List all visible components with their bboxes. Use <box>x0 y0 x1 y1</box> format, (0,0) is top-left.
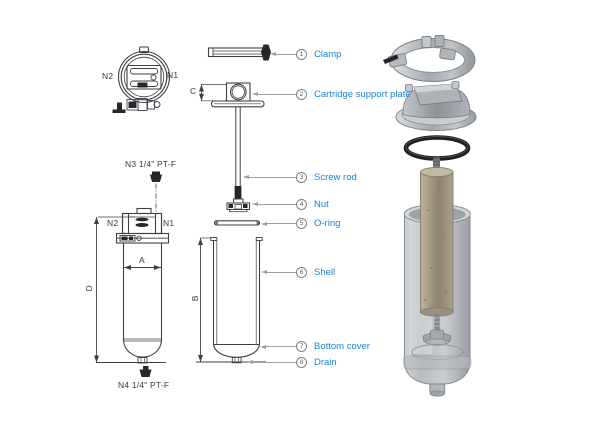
n4-port-label: N4 1/4" PT-F <box>118 380 170 390</box>
callout-label: Screw rod <box>314 171 357 183</box>
callout-drain: 8 Drain <box>247 356 337 368</box>
screw-rod-drawing <box>234 106 242 199</box>
shell-drawing <box>196 237 266 364</box>
clamp-3d <box>383 35 476 82</box>
callout-bottom-cover: 7 Bottom cover <box>260 341 370 353</box>
leader-arrow-icon <box>261 270 267 274</box>
callout-label: Drain <box>314 356 337 368</box>
leader-line <box>253 361 296 363</box>
exploded-3d-render <box>383 35 477 397</box>
callout-label: O-ring <box>314 218 341 229</box>
front-view-n2-label: N2 <box>107 218 119 228</box>
callout-number: 6 <box>296 266 307 278</box>
oring-side-drawing <box>213 220 261 226</box>
callout-number: 7 <box>296 341 307 352</box>
callout-clamp: 1 Clamp <box>270 48 341 60</box>
callout-label: Nut <box>314 198 329 210</box>
support-plate-drawing <box>199 82 265 108</box>
clamp-side-drawing <box>207 44 271 61</box>
callout-shell: 6 Shell <box>261 266 335 278</box>
callout-number: 2 <box>296 88 307 100</box>
callout-number: 4 <box>296 198 307 210</box>
callout-nut: 4 Nut <box>252 198 329 210</box>
leader-line <box>267 223 296 224</box>
callout-number: 5 <box>296 218 307 229</box>
front-view-n1-label: N1 <box>163 218 175 228</box>
leader-line <box>258 93 296 95</box>
dim-a-label: A <box>139 255 145 265</box>
leader-arrow-icon <box>243 175 249 179</box>
top-view-n1-label: N1 <box>167 70 179 80</box>
support-plate-3d <box>395 81 477 131</box>
leader-arrow-icon <box>270 52 276 56</box>
nut-drawing <box>226 198 250 213</box>
callout-number: 1 <box>296 48 307 60</box>
leader-line <box>267 271 296 273</box>
callout-label: Cartridge support plate <box>314 88 411 100</box>
shell-assembly-3d <box>403 157 472 397</box>
top-view-n2-label: N2 <box>102 71 114 81</box>
dim-c-label: C <box>190 86 197 96</box>
callout-label: Clamp <box>314 48 342 60</box>
leader-arrow-icon <box>260 344 266 349</box>
callout-cartridge-support-plate: 2 Cartridge support plate <box>252 88 411 100</box>
leader-line <box>249 176 296 178</box>
leader-line <box>266 346 296 347</box>
top-view-drawing <box>112 46 171 113</box>
leader-arrow-icon <box>252 92 258 96</box>
dim-b-label: B <box>189 295 200 302</box>
front-view-drawing <box>94 171 170 377</box>
callout-label: Shell <box>314 266 336 278</box>
callout-screw-rod: 3 Screw rod <box>243 171 357 183</box>
callout-label: Bottom cover <box>314 341 370 352</box>
leader-line <box>258 203 296 205</box>
callout-number: 8 <box>296 356 307 368</box>
leader-arrow-icon <box>252 202 258 206</box>
dim-d-label: D <box>83 285 94 292</box>
leader-line <box>276 53 296 55</box>
leader-arrow-icon <box>247 360 253 364</box>
callout-number: 3 <box>296 171 307 183</box>
n3-port-label: N3 1/4" PT-F <box>125 159 177 169</box>
leader-arrow-icon <box>261 221 267 226</box>
oring-3d <box>403 135 471 161</box>
callout-oring: 5 O-ring <box>261 218 340 230</box>
